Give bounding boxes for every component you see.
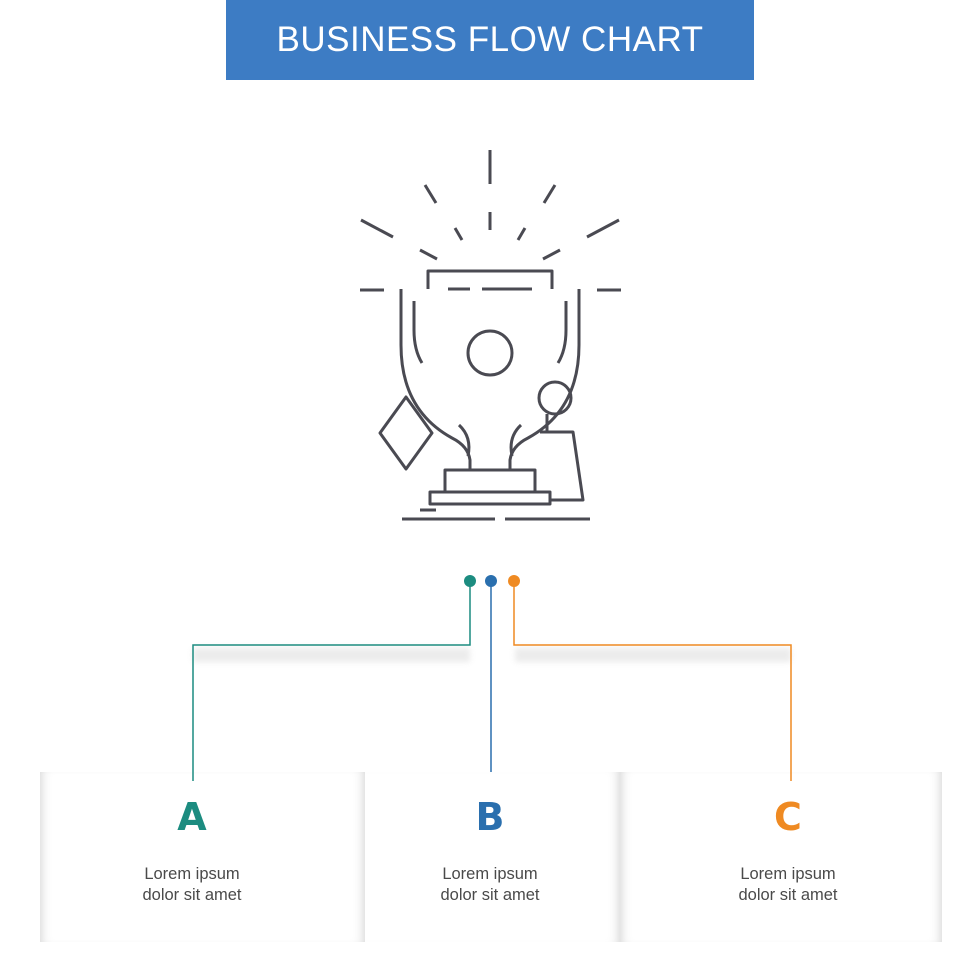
branch-text-c-line1: Lorem ipsum	[740, 865, 836, 883]
page-title: BUSINESS FLOW CHART	[276, 20, 704, 59]
branch-text-a: Lorem ipsum dolor sit amet	[92, 864, 292, 906]
branch-text-c-line2: dolor sit amet	[738, 886, 838, 904]
branch-text-b-line2: dolor sit amet	[440, 886, 540, 904]
node-dot-b	[485, 575, 497, 587]
panel-c	[620, 772, 942, 942]
node-dot-a	[464, 575, 476, 587]
node-dot-c	[508, 575, 520, 587]
panel-b	[365, 772, 620, 942]
branch-text-b: Lorem ipsum dolor sit amet	[390, 864, 590, 906]
panel-a	[40, 772, 365, 942]
branch-text-b-line1: Lorem ipsum	[442, 865, 538, 883]
branch-text-c: Lorem ipsum dolor sit amet	[688, 864, 888, 906]
branch-letter-b: B	[475, 795, 505, 839]
connector-a	[192, 581, 471, 781]
connector-shadows	[193, 648, 791, 662]
trophy-award-icon	[360, 150, 621, 521]
title-banner: BUSINESS FLOW CHART	[226, 0, 754, 80]
connector-c	[513, 581, 792, 781]
branch-letter-a: A	[177, 795, 207, 839]
branch-letter-c: C	[774, 795, 802, 839]
branch-text-a-line2: dolor sit amet	[142, 886, 242, 904]
branch-text-a-line1: Lorem ipsum	[144, 865, 240, 883]
